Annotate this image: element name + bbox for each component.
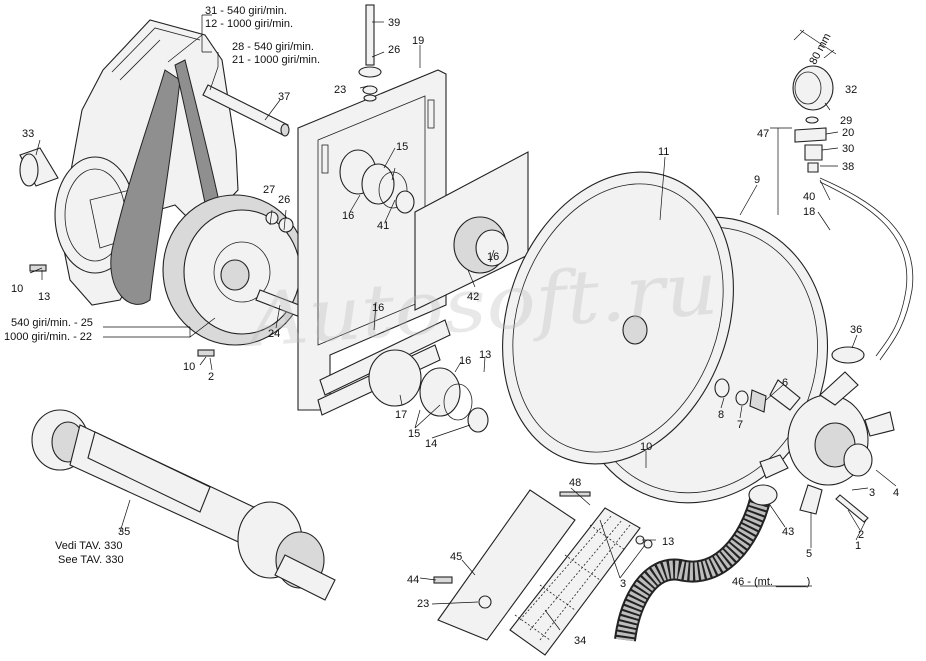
callout-13a: 13 [38, 291, 50, 303]
callout-3a: 3 [869, 487, 875, 499]
callout-10b: 10 [183, 361, 195, 373]
mesh-34 [509, 507, 641, 656]
bolts-left [29, 211, 294, 357]
hose-18 [819, 177, 914, 361]
callout-36: 36 [850, 324, 862, 336]
callout-9: 9 [754, 174, 760, 186]
bolt-39 [358, 4, 382, 102]
callout-17: 17 [395, 409, 407, 421]
callout-10a: 10 [11, 283, 23, 295]
small-bolts-lower [433, 491, 653, 609]
note-speed-12: 12 - 1000 giri/min. [205, 18, 293, 30]
callout-40: 40 [803, 191, 815, 203]
callout-13c: 13 [662, 536, 674, 548]
callout-16d: 16 [459, 355, 471, 367]
distributor-5 [759, 371, 895, 515]
callout-42: 42 [467, 291, 479, 303]
bearings-lower [368, 349, 489, 433]
callout-15b: 15 [408, 428, 420, 440]
leader-lines [29, 14, 897, 631]
cap-33 [19, 147, 59, 187]
callout-30: 30 [842, 143, 854, 155]
callout-15: 15 [396, 141, 408, 153]
part-callouts: 39 26 23 19 37 33 15 16 41 42 16 11 9 32… [11, 17, 899, 647]
callout-24: 24 [268, 328, 280, 340]
callout-34: 34 [574, 635, 586, 647]
hub-6-7-8 [714, 378, 767, 413]
callout-38: 38 [842, 161, 854, 173]
fan-disk-11 [502, 171, 734, 465]
callout-6: 6 [782, 377, 788, 389]
gauge-group-47 [792, 29, 837, 173]
drive-belts [110, 59, 226, 305]
callout-20: 20 [842, 127, 854, 139]
callout-35: 35 [118, 526, 130, 538]
callout-8: 8 [718, 409, 724, 421]
callout-10c: 10 [640, 441, 652, 453]
input-shaft-37 [202, 84, 290, 137]
callout-47: 47 [757, 128, 769, 140]
callout-16c: 16 [372, 302, 384, 314]
callout-48: 48 [569, 477, 581, 489]
cardan-shaft-35 [31, 409, 336, 601]
callout-33: 33 [22, 128, 34, 140]
callout-2a: 2 [208, 371, 214, 383]
callout-41: 41 [377, 220, 389, 232]
bearing-plate-42 [414, 151, 529, 311]
callout-37: 37 [278, 91, 290, 103]
callout-16b: 16 [487, 251, 499, 263]
callout-44: 44 [407, 574, 419, 586]
hose-46 [614, 484, 778, 642]
note-speed-25: 540 giri/min. - 25 [11, 317, 93, 329]
callout-39: 39 [388, 17, 400, 29]
note-see: See TAV. 330 [58, 554, 124, 566]
callout-26: 26 [388, 44, 400, 56]
callout-14: 14 [425, 438, 437, 450]
callout-19: 19 [412, 35, 424, 47]
callout-29: 29 [840, 115, 852, 127]
note-dim-80: 80 mm [807, 31, 833, 66]
callout-1: 1 [855, 540, 861, 552]
callout-3b: 3 [620, 578, 626, 590]
callout-7: 7 [737, 419, 743, 431]
callout-16: 16 [342, 210, 354, 222]
callout-43: 43 [782, 526, 794, 538]
callout-27: 27 [263, 184, 275, 196]
callout-23: 23 [334, 84, 346, 96]
callout-11: 11 [658, 146, 669, 158]
callout-23b: 23 [417, 598, 429, 610]
bearings-upper [339, 149, 415, 214]
note-speed-22: 1000 giri/min. - 22 [4, 331, 92, 343]
callout-4: 4 [893, 487, 899, 499]
callout-2b: 2 [858, 529, 864, 541]
callout-32: 32 [845, 84, 857, 96]
callout-13b: 13 [479, 349, 491, 361]
note-speed-21: 21 - 1000 giri/min. [232, 54, 320, 66]
callout-5: 5 [806, 548, 812, 560]
note-vedi: Vedi TAV. 330 [55, 540, 122, 552]
callout-18: 18 [803, 206, 815, 218]
callout-45: 45 [450, 551, 462, 563]
note-speed-28: 28 - 540 giri/min. [232, 41, 314, 53]
note-hose-46: 46 - (mt. _____) [732, 576, 810, 588]
outlet-36 [831, 346, 865, 364]
note-speed-31: 31 - 540 giri/min. [205, 5, 287, 17]
bolt-1 [835, 494, 869, 523]
callout-26b: 26 [278, 194, 290, 206]
